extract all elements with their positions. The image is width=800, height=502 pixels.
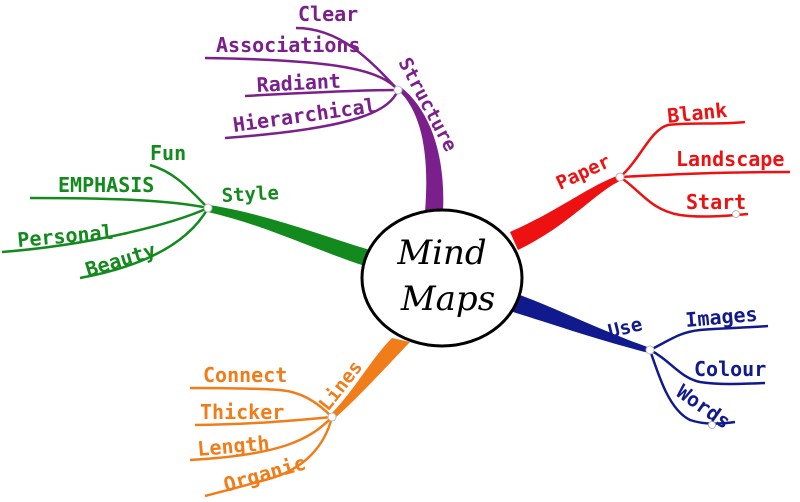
central-node: Mind Maps <box>360 208 524 348</box>
use-words-dot <box>708 421 716 429</box>
style-twig-fun <box>149 163 209 209</box>
use-twig-words <box>648 349 736 425</box>
use-item-colour: Colour <box>694 357 766 381</box>
structure-item-clear: Clear <box>298 2 358 26</box>
structure-item-associations: Associations <box>216 33 361 57</box>
structure-main-line <box>398 88 444 212</box>
style-main-line <box>208 205 370 266</box>
lines-twig-connect <box>189 386 333 418</box>
style-item-fun: Fun <box>150 141 186 165</box>
central-text-line1: Mind <box>396 233 486 273</box>
lines-item-connect: Connect <box>203 363 287 387</box>
paper-item-start: Start <box>686 190 746 214</box>
use-node-dot <box>645 345 655 355</box>
structure-item-radiant: Radiant <box>256 69 341 97</box>
paper-twig-start <box>619 175 749 218</box>
use-label: Use <box>606 313 645 343</box>
structure-twig-clear <box>295 26 399 91</box>
branch-lines: Lines Connect Thicker Length Organic <box>189 338 410 498</box>
central-text-line2: Maps <box>400 279 495 319</box>
use-main-line <box>513 295 650 353</box>
style-item-emphasis: EMPHASIS <box>58 173 154 197</box>
structure-twig-hierarchical <box>224 89 400 140</box>
branch-structure: Structure Clear Associations Radiant Hie… <box>204 2 461 212</box>
lines-main-line <box>330 338 410 419</box>
paper-twig-blank <box>619 120 746 178</box>
paper-start-dot <box>732 210 740 218</box>
paper-node-dot <box>615 172 625 182</box>
central-ellipse <box>360 208 524 348</box>
structure-twig-associations <box>204 56 399 91</box>
lines-twig-thicker <box>194 415 333 427</box>
style-node-dot <box>203 203 213 213</box>
style-item-personal: Personal <box>16 220 114 252</box>
style-twig-emphasis <box>29 196 209 210</box>
use-twig-images <box>649 324 769 352</box>
lines-item-length: Length <box>196 431 270 461</box>
style-label: Style <box>221 182 279 207</box>
branch-use: Use Images Colour Words <box>513 295 769 434</box>
paper-item-landscape: Landscape <box>676 147 784 171</box>
lines-twig-length <box>189 416 333 462</box>
branch-paper: Paper Blank Landscape Start <box>510 98 791 250</box>
lines-twig-organic <box>204 416 334 498</box>
branch-style: Style Fun EMPHASIS Personal Beauty <box>1 141 370 282</box>
paper-main-line <box>510 175 622 250</box>
structure-twig-radiant <box>244 88 399 98</box>
lines-node-dot <box>327 412 337 422</box>
structure-node-dot <box>393 85 403 95</box>
use-twig-colour <box>649 348 766 386</box>
use-item-words: Words <box>672 379 735 433</box>
paper-twig-landscape <box>619 170 791 179</box>
style-twig-beauty <box>79 207 210 280</box>
lines-item-thicker: Thicker <box>200 400 284 424</box>
style-twig-personal <box>1 206 209 254</box>
